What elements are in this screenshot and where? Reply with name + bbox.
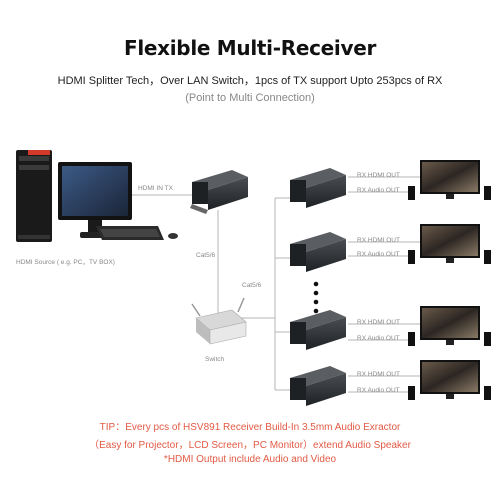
tv-display-icon [420, 306, 480, 345]
pc-tower-icon [16, 150, 52, 242]
more-receivers-dots [313, 281, 319, 314]
speaker-icon [408, 250, 491, 264]
speaker-icon [408, 332, 491, 346]
tv-display-icon [420, 224, 480, 263]
network-switch-icon [191, 297, 247, 345]
cat56-label: Cat5/6 [242, 282, 262, 289]
speaker-icon [408, 386, 491, 400]
monitor-icon [58, 162, 132, 238]
tip-line-1: TIP：Every pcs of HSV891 Receiver Build-I… [99, 422, 401, 433]
rx-receiver-icon [290, 310, 346, 350]
rx-hdmi-out-label: RX HDMI OUT [357, 172, 400, 179]
rx-audio-out-label: RX Audio OUT [357, 187, 400, 194]
rx-audio-out-label: RX Audio OUT [357, 251, 400, 258]
tv-display-icon [420, 160, 480, 199]
switch-label: Switch [205, 356, 225, 363]
tv-display-icon [420, 360, 480, 399]
tx-transmitter-icon [190, 170, 248, 214]
tip-line-3: *HDMI Output include Audio and Video [163, 454, 337, 465]
page-title: Flexible Multi-Receiver [123, 36, 377, 60]
rx-receiver-icon [290, 168, 346, 208]
rx-hdmi-out-label: RX HDMI OUT [357, 371, 400, 378]
rx-hdmi-out-label: RX HDMI OUT [357, 319, 400, 326]
mouse-icon [168, 233, 178, 239]
rx-hdmi-out-label: RX HDMI OUT [357, 237, 400, 244]
rx-audio-out-label: RX Audio OUT [357, 335, 400, 342]
hdmi-source-label: HDMI Source ( e.g. PC，TV BOX) [16, 259, 115, 266]
rx-receiver-icon [290, 366, 346, 406]
hdmi-in-tx-label: HDMI IN TX [138, 185, 173, 192]
speaker-icon [408, 186, 491, 200]
rx-audio-out-label: RX Audio OUT [357, 387, 400, 394]
connection-note: (Point to Multi Connection) [185, 92, 315, 104]
keyboard-icon [96, 226, 164, 240]
subtitle: HDMI Splitter Tech，Over LAN Switch，1pcs … [57, 75, 443, 87]
rx-receiver-icon [290, 232, 346, 272]
cat56-label: Cat5/6 [196, 252, 216, 259]
cables [132, 176, 420, 393]
tip-line-2: （Easy for Projector，LCD Screen，PC Monito… [89, 440, 411, 451]
